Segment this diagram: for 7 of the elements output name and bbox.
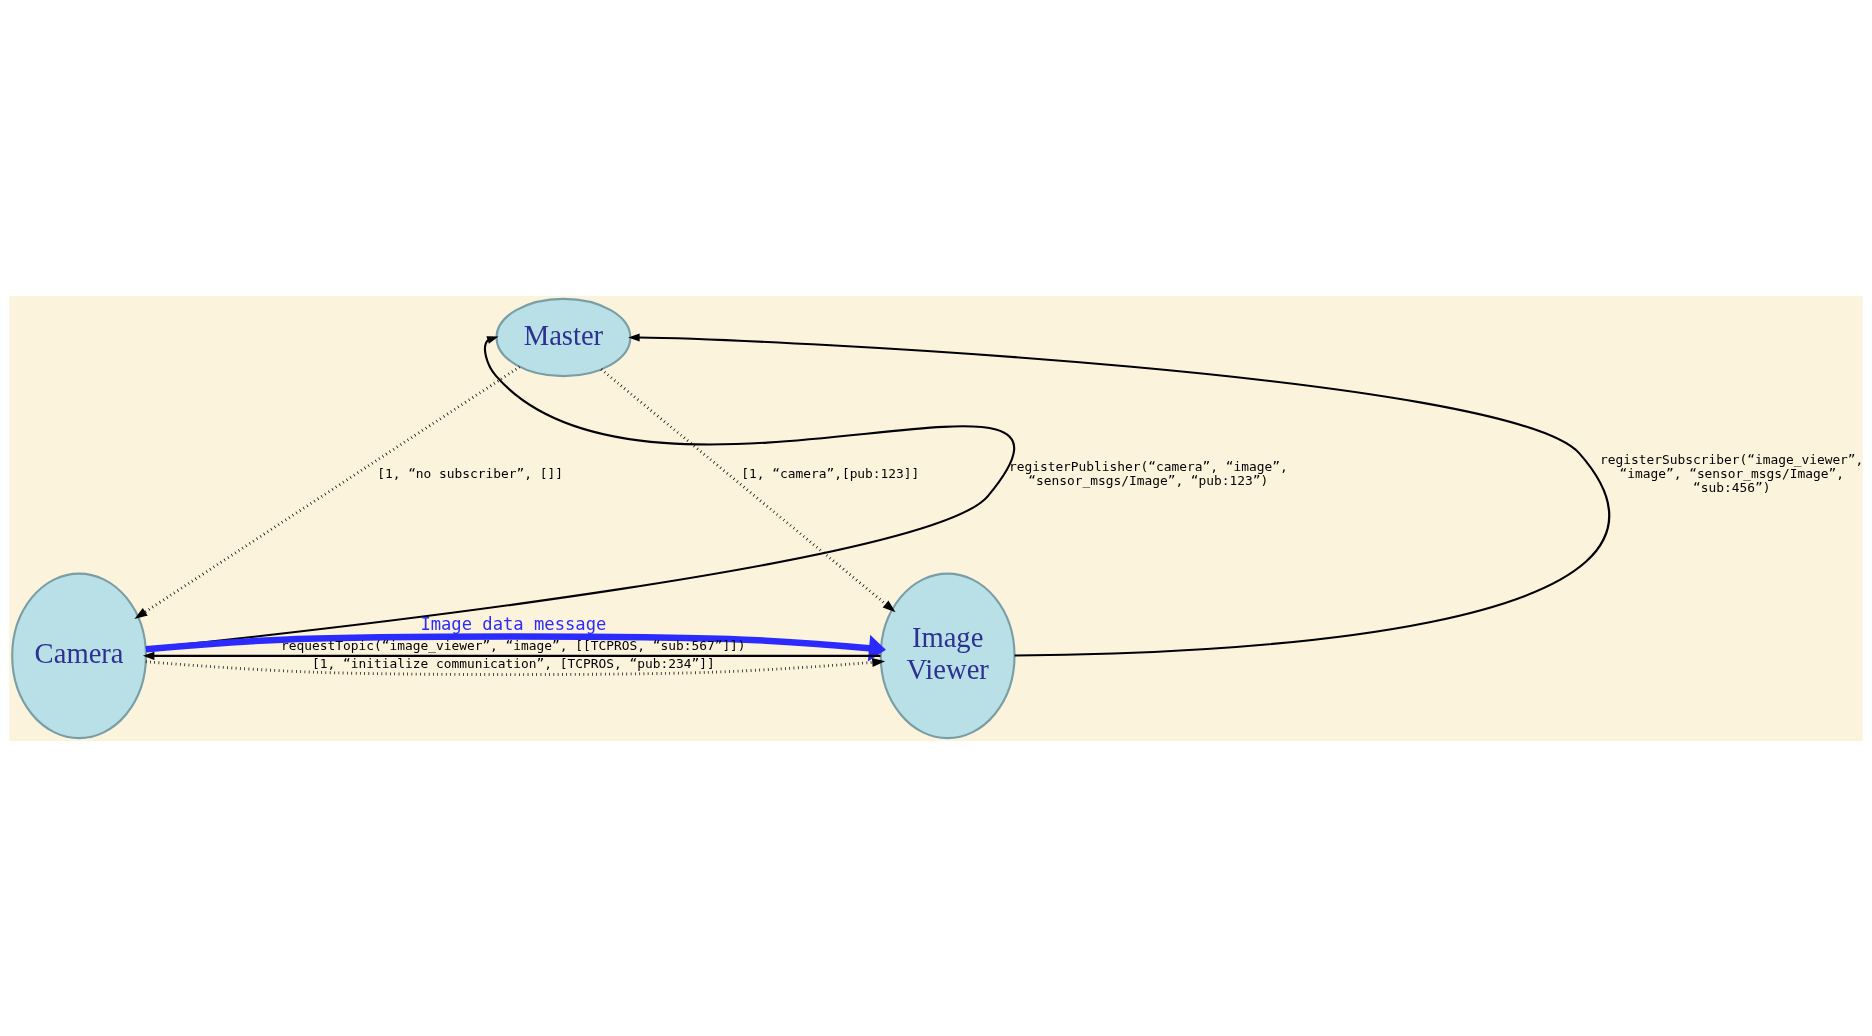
edge-label: registerPublisher(“camera”, “image”, “sensor_msgs/Image”, “pub:123”) [1008,458,1288,488]
edge-label: [1, “initialize communication”, [TCPROS, “pub:234”]] [312,655,715,671]
edge-label: [1, “camera”,[pub:123]] [741,465,920,481]
edge-label: Image data message [420,613,607,634]
edge-label: requestTopic(“image_viewer”, “image”, [[TCPROS, “sub:567”]]) [281,637,746,653]
edge-label: registerSubscriber(“image_viewer”, “image”, “sensor_msgs/Image”, “sub:456”) [1600,451,1864,495]
edge-label: [1, “no subscriber”, []] [377,465,563,481]
